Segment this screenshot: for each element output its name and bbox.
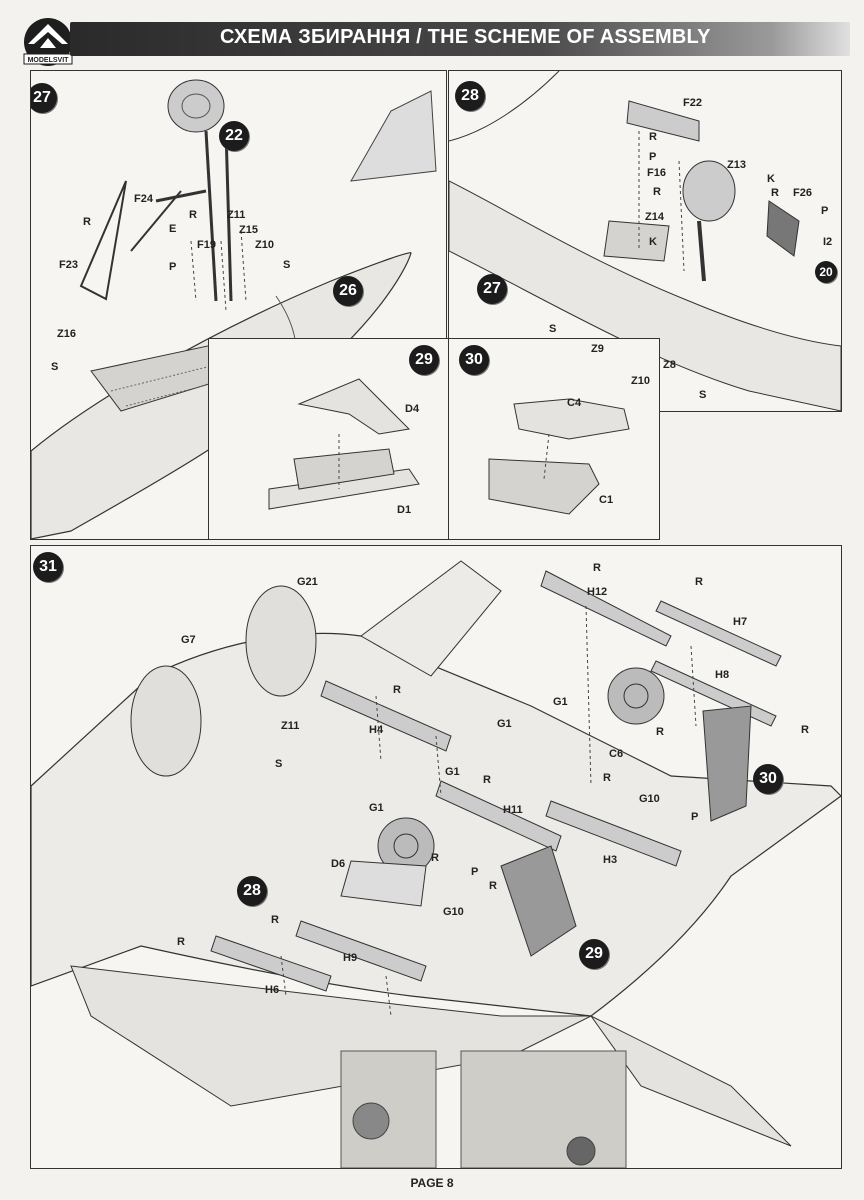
label-z10: Z10 <box>255 239 274 251</box>
step-29-drawing <box>268 378 420 510</box>
label-z16: Z16 <box>57 328 76 340</box>
label-h11: H11 <box>503 804 523 816</box>
label-g10-b: G10 <box>443 906 464 918</box>
label-paint-r3: R <box>801 724 809 736</box>
step-31-panel: 31 30 28 29 G21 H12 R R H7 G7 H8 R H4 G1… <box>30 545 842 1169</box>
label-h6: H6 <box>265 984 280 996</box>
step-31-drawing <box>31 560 841 1168</box>
step-30-panel: 30 C4 C1 <box>448 338 660 540</box>
label-paint-r7: R <box>603 772 611 784</box>
ref-26-badge: 26 <box>333 276 363 306</box>
label-g1-c: G1 <box>445 766 460 778</box>
label-s: S <box>275 758 283 770</box>
label-paint-r3: R <box>771 187 779 199</box>
label-f16: F16 <box>647 167 666 179</box>
ref-20-badge: 20 <box>815 261 837 283</box>
label-h12: H12 <box>587 586 608 598</box>
label-paint-r2: R <box>189 209 197 221</box>
label-s2: S <box>51 361 59 373</box>
label-g21: G21 <box>297 576 318 588</box>
label-h3: H3 <box>603 854 618 866</box>
label-paint-r4: R <box>393 684 401 696</box>
step-30-badge: 30 <box>459 345 489 375</box>
label-paint-p2: P <box>471 866 479 878</box>
step-28-badge: 28 <box>455 81 485 111</box>
ref-27-badge: 27 <box>477 274 507 304</box>
ref-22-badge: 22 <box>219 121 249 151</box>
label-z8: Z8 <box>663 359 676 371</box>
ref-28-badge: 28 <box>237 876 267 906</box>
label-paint-r5: R <box>656 726 664 738</box>
label-z13: Z13 <box>727 159 746 171</box>
label-z11: Z11 <box>281 720 300 732</box>
label-f23: F23 <box>59 259 78 271</box>
label-g7: G7 <box>181 634 196 646</box>
label-paint-r8: R <box>431 852 439 864</box>
label-z15: Z15 <box>239 224 258 236</box>
label-paint-r1: R <box>83 216 91 228</box>
label-paint-k2: K <box>649 236 657 248</box>
label-f19: F19 <box>197 239 216 251</box>
label-g10-a: G10 <box>639 793 660 805</box>
label-d4: D4 <box>405 403 420 415</box>
label-h8: H8 <box>715 669 730 681</box>
step-31-badge: 31 <box>33 552 63 582</box>
label-s1: S <box>549 323 557 335</box>
modelsvit-logo: MODELSVIT <box>23 18 73 66</box>
label-i2: I2 <box>823 236 833 248</box>
step-29-panel: 29 D4 D1 <box>208 338 450 540</box>
label-paint-k1: K <box>767 173 775 185</box>
label-paint-r9: R <box>489 880 497 892</box>
step-29-badge: 29 <box>409 345 439 375</box>
label-h7: H7 <box>733 616 748 628</box>
label-paint-r1: R <box>649 131 657 143</box>
label-g1-a: G1 <box>553 696 568 708</box>
page-title: СХЕМА ЗБИРАННЯ / THE SCHEME OF ASSEMBLY <box>220 26 711 48</box>
label-c4: C4 <box>567 397 582 409</box>
label-h4: H4 <box>369 724 384 736</box>
label-z11: Z11 <box>227 209 246 221</box>
label-d1: D1 <box>397 504 412 516</box>
ref-30-badge: 30 <box>753 764 783 794</box>
label-f22: F22 <box>683 97 702 109</box>
label-f26: F26 <box>793 187 812 199</box>
label-paint-r1: R <box>593 562 601 574</box>
label-paint-r2: R <box>653 186 661 198</box>
label-g1-d: G1 <box>369 802 384 814</box>
label-paint-r11: R <box>271 914 279 926</box>
step-28-drawing <box>449 71 841 411</box>
label-paint-r2: R <box>695 576 703 588</box>
label-paint-p1: P <box>649 151 657 163</box>
step-30-drawing <box>488 398 630 515</box>
label-c1: C1 <box>599 494 614 506</box>
label-paint-r6: R <box>483 774 491 786</box>
label-d6: D6 <box>331 858 346 870</box>
label-paint-e: E <box>169 223 177 235</box>
label-paint-p2: P <box>821 205 829 217</box>
ref-29-badge: 29 <box>579 939 609 969</box>
label-z9: Z9 <box>591 343 604 355</box>
label-s2: S <box>699 389 707 401</box>
page-number: PAGE 8 <box>410 1176 454 1190</box>
label-z10: Z10 <box>631 375 650 387</box>
label-c6: C6 <box>609 748 624 760</box>
label-paint-p1: P <box>691 811 699 823</box>
label-f24: F24 <box>134 193 153 205</box>
label-paint-p: P <box>169 261 177 273</box>
logo-text: MODELSVIT <box>28 57 70 64</box>
label-paint-r10: R <box>177 936 185 948</box>
step-27-badge: 27 <box>31 83 57 113</box>
page-header: СХЕМА ЗБИРАННЯ / THE SCHEME OF ASSEMBLY <box>70 22 850 56</box>
label-h9: H9 <box>343 952 358 964</box>
label-z14: Z14 <box>645 211 664 223</box>
label-g1-b: G1 <box>497 718 512 730</box>
label-s1: S <box>283 259 291 271</box>
